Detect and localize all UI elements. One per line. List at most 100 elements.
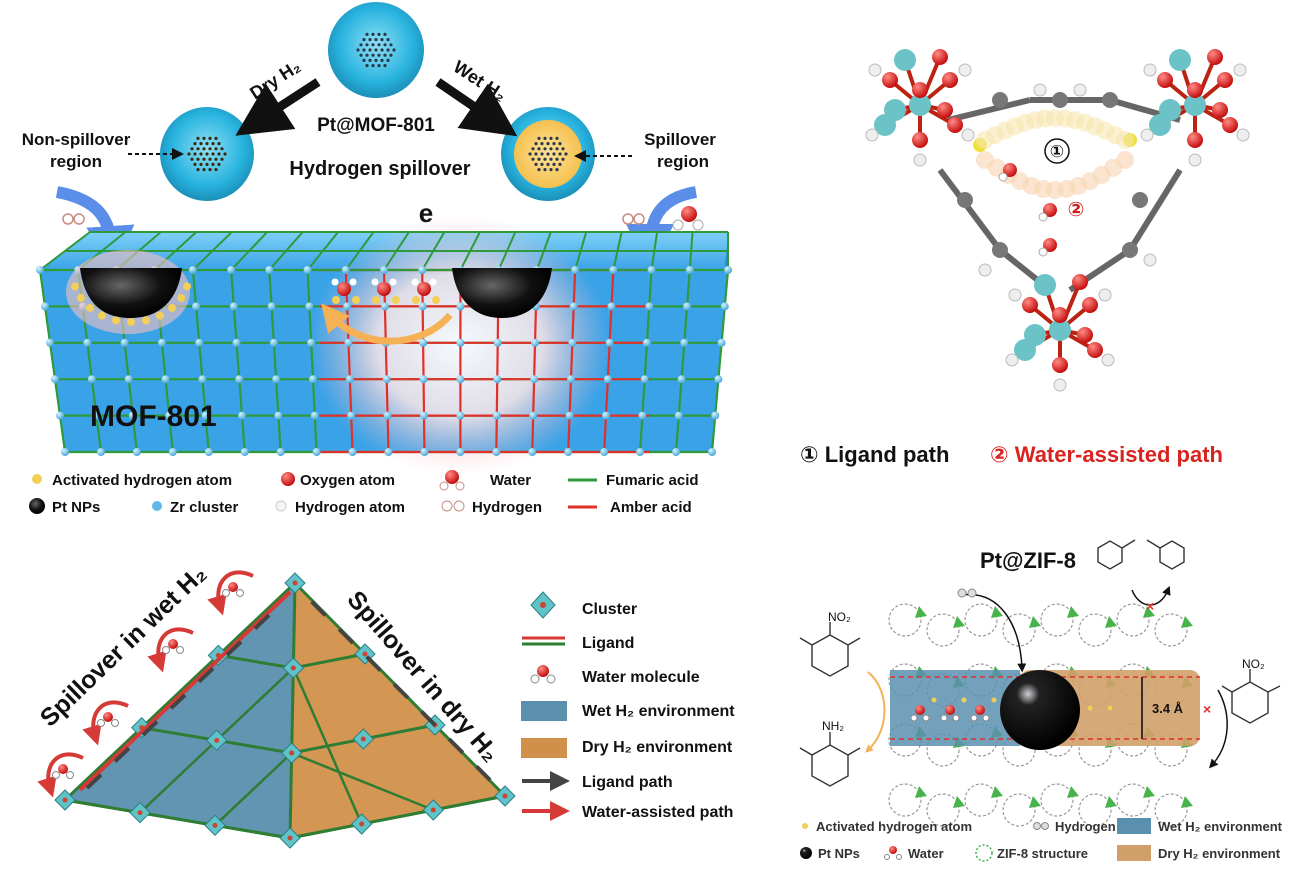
cluster-core [287,835,293,841]
oxygen-atom [1212,102,1228,118]
oxygen-atom [1072,274,1088,290]
pt-atom-dot [193,142,197,146]
channel-water [915,705,925,715]
zr-node [493,338,502,347]
mof-bond [306,269,318,453]
pt-atom-dot [205,162,209,166]
hydrogen-atom [1140,128,1154,142]
water-assisted-arrow [147,627,194,673]
hydrogen-atom [371,278,379,286]
activated-h-atom [76,294,85,302]
zif-tetrahedron [1143,606,1155,618]
pt-atom-dot [359,43,363,47]
water-assisted-arrow [207,570,254,616]
channel-water [945,705,955,715]
zr-node [240,448,249,456]
pt-mof-circle [328,2,424,98]
water-assisted-arrow [37,752,84,798]
pt-atom-dot [214,157,218,161]
pt-atom-dot [362,48,366,52]
activated-h-atom [127,318,135,326]
path2-marker: ② [1068,199,1085,221]
zr-node [717,338,726,347]
carbon-atom [957,192,973,208]
hydrogen-atom [389,278,397,286]
zr-node [683,302,692,311]
pt-atom-dot [552,152,556,156]
hydrogen-atom [331,278,339,286]
ligand-edge [63,581,297,802]
hydrogen-molecule-right [622,213,645,225]
dry-ligand-dash [447,737,465,755]
pt-atom-dot [558,142,562,146]
zif-ring [1154,733,1188,767]
mof-block: MOF-801 [36,215,732,475]
zif-ring [1002,613,1036,647]
zif-tetrahedron [915,606,927,618]
d-pt-swatch [800,847,812,859]
pt-atom-dot [199,152,203,156]
zif-ring [888,603,922,637]
pt-atom-dot [543,147,547,151]
zr-node [161,375,170,384]
pt-atom-dot [534,162,538,166]
hydrogen-atom [1188,153,1202,167]
zr-node [530,375,539,384]
pt-atom-dot [386,58,390,62]
zif-tetrahedron [1181,616,1193,628]
pt-atom-dot [546,162,550,166]
zr-node [647,266,656,274]
oxygen-atom [937,102,953,118]
zif-ring [1078,613,1112,647]
pt-atom-dot [193,152,197,156]
d-legend-pt: Pt NPs [818,846,860,861]
legend-a: Activated hydrogen atom Oxygen atom Wate… [29,470,699,516]
no2-label-left: NO₂ [828,610,851,624]
oxygen-atom [1222,117,1238,133]
zif-ring [926,613,960,647]
zif-ring [1116,603,1150,637]
pt-atom-dot [537,157,541,161]
pt-atom-dot [362,38,366,42]
ligand-edge [289,794,506,840]
non-spillover-label-2: region [50,152,102,171]
d-dry-swatch [1117,845,1151,861]
pt-atom-dot [377,32,381,37]
pt-atom-dot [202,157,206,161]
activated-h-atom [111,316,120,325]
water-hydrogen [176,646,184,654]
cluster-swatch [530,591,556,619]
hydrogen-atom [1143,253,1157,267]
hydrogen-atom-swatch [275,500,287,512]
pt-atom-dot [365,53,369,57]
zr-node [571,266,580,274]
oxygen-atom [1082,297,1098,313]
zr-node [382,375,391,384]
zif-ring [1078,733,1112,767]
pt-atom-dot [543,167,547,172]
hydrogen-atom [961,128,975,142]
carbon-atom [992,242,1008,258]
zif-ring [1154,793,1188,827]
pt-atom-dot [549,136,553,141]
legend-water: Water [490,472,531,489]
dry-circle [160,107,254,201]
pt-atom-dot [199,162,203,166]
oxygen-atom [1207,49,1223,65]
zr-node [61,448,69,456]
pt-atom-dot [552,142,556,146]
zr-node [640,375,649,384]
zr-node [383,411,392,420]
zr-node [303,266,312,274]
activated-h-atom [177,294,186,302]
blocked-molecule-arrow [1131,585,1171,606]
non-spillover-label-1: Non-spillover [22,130,131,149]
d-hydrogen-swatch [1033,822,1049,830]
zr-node [724,266,732,274]
zr-node [274,411,283,420]
activated-h-atom [156,311,164,320]
zr-node [419,375,428,384]
path1-marker-circle [1044,138,1070,164]
pt-atom-dot [380,58,384,62]
bond [1127,168,1183,252]
